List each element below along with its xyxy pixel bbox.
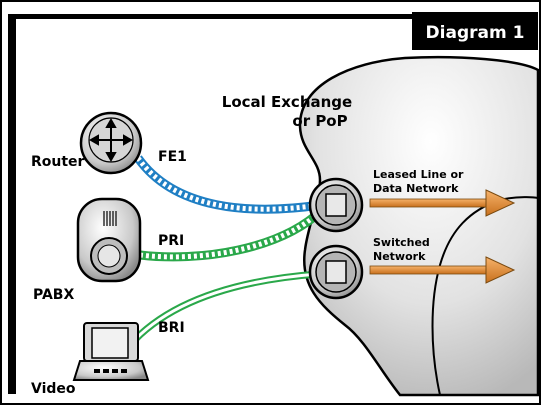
left-bar [8, 14, 16, 394]
video-device [72, 322, 150, 381]
leased-line-label-2: Data Network [373, 182, 459, 195]
pabx-grille-icon [103, 211, 117, 226]
router-label: Router [31, 154, 85, 170]
switched-network-arrow [369, 256, 516, 284]
leased-line-node [308, 177, 364, 233]
leased-line-arrow [369, 189, 516, 217]
switched-network-label-1: Switched [373, 236, 430, 249]
diagram-title: Diagram 1 [426, 23, 525, 43]
top-bar [8, 14, 413, 19]
pri-label: PRI [158, 233, 184, 249]
bri-label: BRI [158, 320, 185, 336]
exchange-label-line2: or PoP [292, 112, 347, 130]
switched-network-label-2: Network [373, 250, 426, 263]
title-box [412, 12, 538, 50]
switched-network-node [308, 244, 364, 300]
pri-cable-dash [139, 208, 324, 260]
fe1-cable [134, 155, 321, 214]
video-label: Video [31, 381, 76, 397]
bri-cable-inner [128, 272, 319, 346]
exchange-label-line1: Local Exchange [222, 93, 352, 111]
router-device [79, 111, 143, 175]
cloud-contour [431, 196, 539, 396]
pabx-label: PABX [33, 287, 74, 303]
fe1-label: FE1 [158, 149, 187, 165]
leased-line-label-1: Leased Line or [373, 168, 464, 181]
video-keypad-icon [94, 369, 127, 373]
pabx-device [76, 197, 142, 283]
router-arrows-icon [88, 117, 134, 163]
